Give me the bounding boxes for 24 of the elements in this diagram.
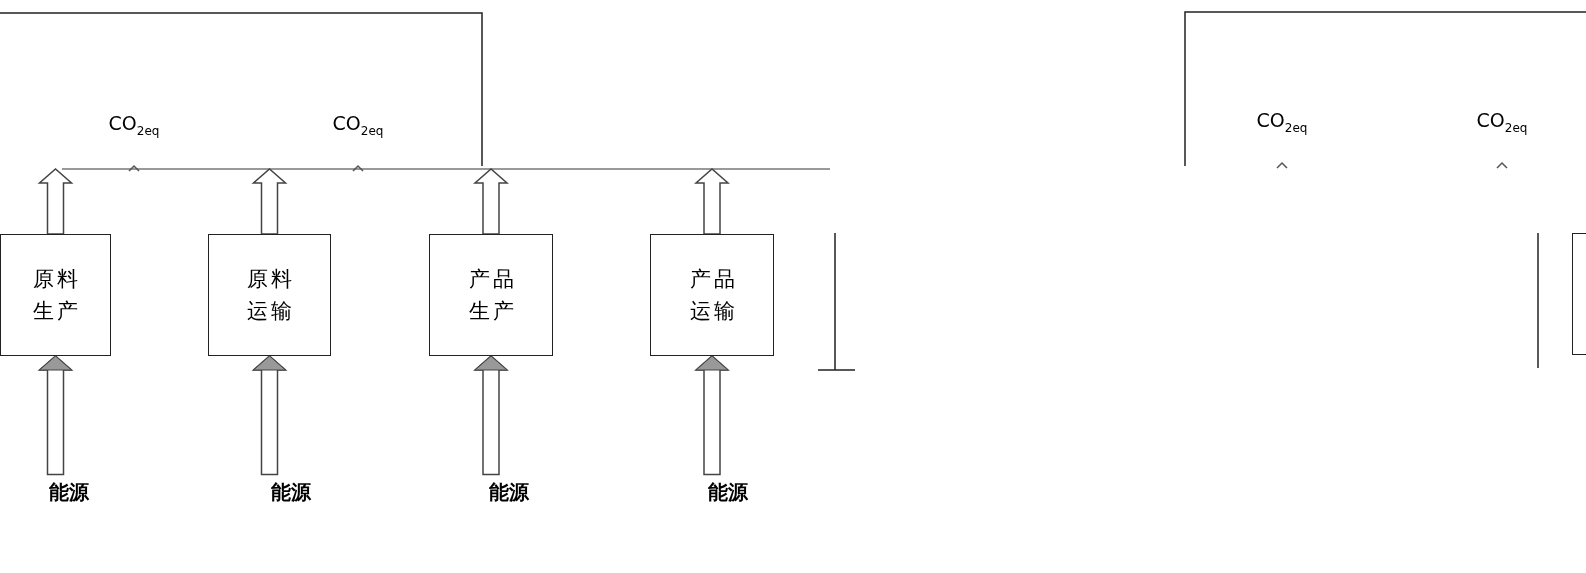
- box-label: 产品运输: [688, 266, 739, 325]
- box-label: 原料生产: [32, 266, 82, 325]
- energy-label: 能源: [271, 478, 311, 506]
- process-box: [650, 234, 774, 356]
- arrow: [37, 168, 74, 235]
- arrow: [473, 168, 509, 235]
- energy-label: 能源: [708, 478, 748, 506]
- process-box: [429, 234, 553, 356]
- emission-label: CO$_{2eq}$: [1256, 109, 1308, 135]
- box-label: 产品生产: [467, 266, 518, 325]
- arrow: [251, 168, 288, 235]
- emission-label: CO$_{2eq}$: [1476, 109, 1528, 135]
- arrow: [694, 355, 730, 476]
- process-box: [0, 234, 111, 356]
- energy-label: 能源: [489, 478, 529, 506]
- emission-label: CO$_{2eq}$: [108, 112, 160, 138]
- energy-label: 能源: [49, 478, 89, 506]
- emission-label: CO$_{2eq}$: [332, 112, 384, 138]
- arrow: [473, 355, 509, 476]
- process-box: [208, 234, 331, 356]
- arrow: [694, 168, 730, 235]
- arrow: [251, 355, 288, 476]
- arrow: [37, 355, 74, 476]
- box-label: 原料运输: [246, 266, 296, 325]
